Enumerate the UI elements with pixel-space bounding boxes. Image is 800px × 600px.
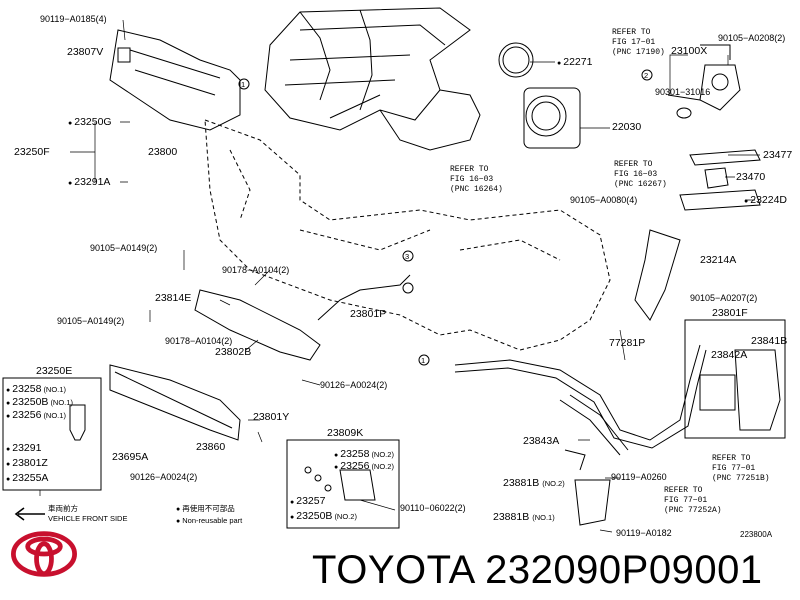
part-label: 23250E	[36, 365, 73, 377]
bracket	[564, 449, 611, 526]
part-label: 23843A	[523, 435, 560, 447]
fuel-rail-upper	[109, 29, 241, 131]
part-label: 90119−A0182	[616, 528, 672, 538]
injector-parts-box-left	[2, 377, 102, 491]
throttle-body	[498, 42, 581, 149]
part-label: 90105−A0149(2)	[57, 316, 125, 326]
part-label: 90110−06022(2)	[400, 503, 466, 513]
brand-title: TOYOTA 232090P09001	[312, 548, 763, 592]
part-label: 23100X	[671, 45, 708, 57]
part-label: 90178−A0104(2)	[222, 265, 290, 275]
part-label: 22271	[557, 56, 592, 69]
box-part-label: 23258(NO.2)	[334, 448, 394, 461]
box-part-label: 23256(NO.1)	[6, 409, 66, 422]
part-label: 23801P	[350, 308, 387, 320]
legend-front-jp: 車両前方	[48, 504, 78, 513]
part-label: 23250G	[68, 116, 112, 129]
fuel-pump	[667, 44, 761, 211]
part-label: 23470	[736, 171, 766, 183]
callout-number: 1	[241, 80, 246, 89]
box-part-label: 23801Z	[6, 457, 48, 470]
part-label: 23695A	[112, 451, 149, 463]
part-label: 90119−A0185(4)	[40, 14, 107, 24]
part-label: 23800	[148, 146, 178, 158]
part-label: 23477	[763, 149, 793, 161]
part-label: 23801Y	[253, 411, 290, 423]
part-label: 90126−A0024(2)	[130, 472, 198, 482]
pump-parts-box	[684, 319, 786, 439]
part-label: 23881B(NO.2)	[503, 477, 565, 489]
legend-nonreuse-jp: 再使用不可部品	[176, 504, 235, 514]
part-label: 23250F	[14, 146, 50, 158]
part-label: 90178−A0104(2)	[165, 336, 233, 346]
fuel-rail-middle	[194, 274, 414, 361]
part-label: 90105−A0149(2)	[90, 243, 158, 253]
part-label: 22030	[612, 121, 642, 133]
callout-markers	[238, 69, 653, 366]
box-part-label: 23257	[290, 495, 325, 508]
box-part-label: 23250B(NO.1)	[6, 396, 73, 409]
callout-number: 1	[421, 356, 426, 365]
fuel-lines	[454, 229, 781, 456]
part-label: 23224D	[744, 194, 787, 207]
injector-detail	[69, 404, 376, 501]
part-label: 90105−A0080(4)	[570, 195, 638, 205]
part-label: 90105−A0207(2)	[690, 293, 758, 303]
part-label: 23291A	[68, 176, 110, 189]
part-label: 90126−A0024(2)	[320, 380, 388, 390]
part-label: 23807V	[67, 46, 104, 58]
callout-number: 2	[644, 71, 649, 80]
part-label: 90119−A0260	[611, 472, 667, 482]
leader-lines	[39, 19, 760, 533]
box-part-label: 23258(NO.1)	[6, 383, 66, 396]
vehicle-front-arrow	[14, 507, 45, 521]
callout-number: 3	[405, 252, 410, 261]
fuel-rail-lower	[109, 364, 241, 441]
box-part-label: 23255A	[6, 472, 48, 485]
part-label: 77281P	[609, 337, 646, 349]
part-label: 23814E	[155, 292, 192, 304]
part-label: 23842A	[711, 349, 748, 361]
part-label: 23802B	[215, 346, 252, 358]
part-label: 23841B	[751, 335, 788, 347]
figure-code: 223800A	[740, 530, 773, 539]
box-part-label: 23256(NO.2)	[334, 460, 394, 473]
intake-manifold	[264, 7, 481, 151]
box-part-label: 23291	[6, 442, 41, 455]
part-label: 23801F	[712, 307, 748, 319]
toyota-logo-icon	[11, 531, 77, 577]
part-label: 23860	[196, 441, 226, 453]
part-label: 23214A	[700, 254, 737, 266]
injector-parts-box-right	[286, 439, 400, 529]
engine-block-outline	[204, 119, 611, 351]
part-label: 23809K	[327, 427, 364, 439]
part-label: 23881B(NO.1)	[493, 511, 555, 523]
part-label: 90105−A0208(2)	[718, 33, 786, 43]
legend-front-en: VEHICLE FRONT SIDE	[48, 514, 128, 523]
box-part-label: 23250B(NO.2)	[290, 510, 357, 523]
legend-nonreuse-en: Non-reusable part	[176, 516, 242, 526]
part-label: 90301−31016	[655, 87, 711, 97]
